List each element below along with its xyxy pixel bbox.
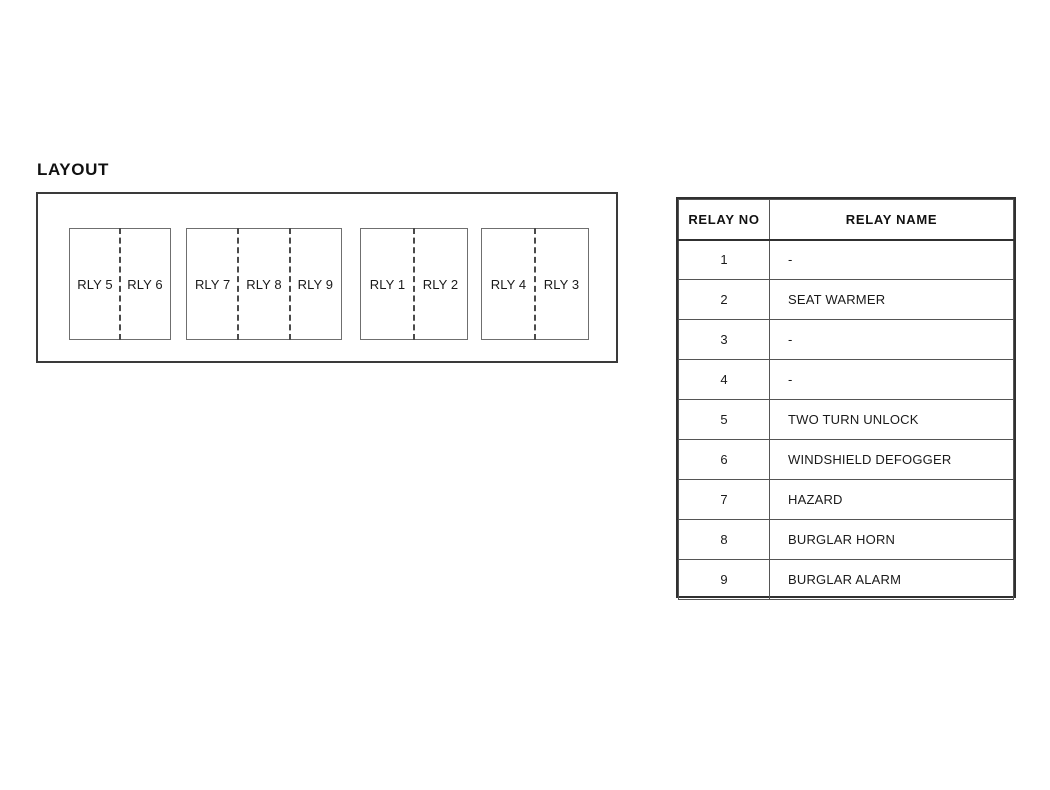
relay-group: RLY 4 RLY 3 [481, 228, 589, 340]
cell-relay-no: 9 [678, 559, 770, 600]
table-row: 6 WINDSHIELD DEFOGGER [678, 439, 1014, 480]
relay-slot: RLY 2 [413, 228, 467, 340]
relay-slot: RLY 1 [361, 229, 414, 339]
cell-relay-no: 2 [678, 279, 770, 320]
relay-slot-label: RLY 3 [543, 276, 580, 292]
cell-relay-name: SEAT WARMER [769, 279, 1014, 320]
cell-relay-name: TWO TURN UNLOCK [769, 399, 1014, 440]
relay-slot: RLY 5 [70, 229, 120, 339]
table-row: 9 BURGLAR ALARM [678, 559, 1014, 600]
relay-slot-label: RLY 5 [77, 276, 113, 292]
relay-group: RLY 1 RLY 2 [360, 228, 468, 340]
cell-relay-name: BURGLAR HORN [769, 519, 1014, 560]
table-row: 5 TWO TURN UNLOCK [678, 399, 1014, 440]
relay-slot-label: RLY 8 [246, 276, 282, 292]
relay-layout-diagram: RLY 5 RLY 6 RLY 7 RLY 8 RLY 9 RLY 1 [36, 192, 618, 363]
relay-slot: RLY 3 [534, 228, 588, 340]
relay-slot-label: RLY 7 [194, 276, 231, 292]
relay-name-table: RELAY NO RELAY NAME 1 - 2 SEAT WARMER 3 … [676, 197, 1016, 600]
table-row: 1 - [678, 239, 1014, 280]
cell-relay-name: WINDSHIELD DEFOGGER [769, 439, 1014, 480]
column-header-relay-name: RELAY NAME [769, 199, 1014, 241]
relay-slot: RLY 7 [187, 229, 238, 339]
cell-relay-no: 3 [678, 319, 770, 360]
relay-slot-label: RLY 1 [369, 276, 406, 292]
cell-relay-name: BURGLAR ALARM [769, 559, 1014, 600]
table-header-row: RELAY NO RELAY NAME [678, 199, 1014, 241]
table-row: 4 - [678, 359, 1014, 400]
relay-slot: RLY 9 [288, 228, 341, 340]
table-row: 2 SEAT WARMER [678, 279, 1014, 320]
cell-relay-name: HAZARD [769, 479, 1014, 520]
relay-slot-label: RLY 9 [297, 276, 334, 292]
cell-relay-no: 4 [678, 359, 770, 400]
cell-relay-name: - [769, 319, 1014, 360]
relay-group: RLY 7 RLY 8 RLY 9 [186, 228, 342, 340]
relay-slot: RLY 6 [119, 228, 170, 340]
layout-title: LAYOUT [37, 160, 109, 179]
cell-relay-no: 5 [678, 399, 770, 440]
relay-slot: RLY 8 [237, 228, 289, 340]
column-header-relay-no: RELAY NO [678, 199, 770, 241]
table-row: 3 - [678, 319, 1014, 360]
relay-slot: RLY 4 [482, 229, 535, 339]
cell-relay-name: - [769, 239, 1014, 280]
relay-slot-label: RLY 4 [490, 276, 527, 292]
table-row: 7 HAZARD [678, 479, 1014, 520]
relay-slot-label: RLY 2 [422, 276, 459, 292]
table-row: 8 BURGLAR HORN [678, 519, 1014, 560]
layout-section: LAYOUT RLY 5 RLY 6 RLY 7 RLY 8 RLY 9 [36, 160, 620, 363]
cell-relay-name: - [769, 359, 1014, 400]
relay-slot-label: RLY 6 [127, 276, 163, 292]
cell-relay-no: 8 [678, 519, 770, 560]
cell-relay-no: 7 [678, 479, 770, 520]
cell-relay-no: 6 [678, 439, 770, 480]
cell-relay-no: 1 [678, 239, 770, 280]
relay-group: RLY 5 RLY 6 [69, 228, 171, 340]
